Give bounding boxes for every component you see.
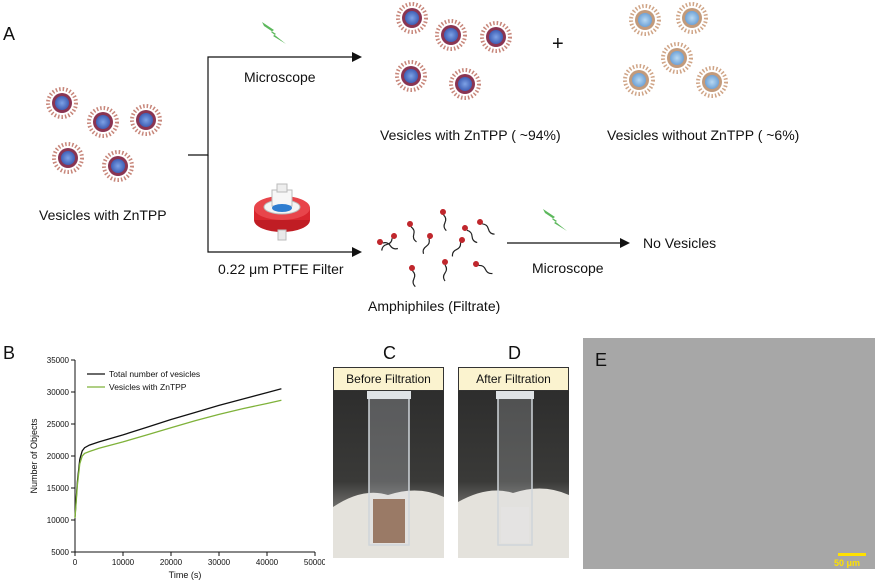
vial-photo-after: After Filtration	[458, 367, 569, 558]
series-line-0	[74, 388, 282, 517]
panel-label-e: E	[595, 350, 608, 370]
x-tick-label: 40000	[256, 558, 279, 567]
panel-label-a: A	[3, 24, 16, 44]
arrow-top	[188, 56, 352, 156]
top-arrow-label: Microscope	[244, 69, 316, 85]
x-tick-label: 20000	[160, 558, 183, 567]
filtrate-label: Amphiphiles (Filtrate)	[368, 298, 501, 314]
y-tick-label: 20000	[47, 452, 70, 461]
x-tick-label: 10000	[112, 558, 135, 567]
vesicle-cluster-start	[46, 87, 162, 182]
no-vesicles-label: No Vesicles	[643, 235, 717, 251]
legend-label-0: Total number of vesicles	[109, 369, 200, 379]
bottom-arrow-label: Microscope	[532, 260, 604, 276]
scale-bar	[838, 553, 866, 556]
vesicle-cluster-without	[623, 2, 728, 98]
panel-label-d: D	[508, 343, 521, 363]
vial-photo-before: Before Filtration	[333, 367, 444, 558]
arrow-bottom	[207, 155, 352, 253]
lightning-icon-top	[262, 22, 286, 44]
micrograph-image	[583, 338, 875, 569]
filter-label: 0.22 μm PTFE Filter	[218, 261, 344, 277]
x-tick-label: 0	[73, 558, 78, 567]
y-tick-label: 15000	[47, 484, 70, 493]
y-tick-label: 30000	[47, 388, 70, 397]
result-with-label: Vesicles with ZnTPP ( ~94%)	[380, 127, 561, 143]
lightning-icon-bottom	[543, 209, 567, 231]
panel-label-c: C	[383, 343, 396, 363]
vesicle-cluster-with	[395, 2, 512, 100]
panel-label-b: B	[3, 343, 16, 363]
amphiphile-cluster	[377, 209, 495, 288]
vial-header-before: Before Filtration	[333, 367, 444, 391]
legend-label-1: Vesicles with ZnTPP	[109, 382, 187, 392]
ptfe-filter-icon	[254, 183, 310, 241]
x-tick-label: 50000	[304, 558, 325, 567]
x-axis-label: Time (s)	[169, 570, 202, 580]
x-tick-label: 30000	[208, 558, 231, 567]
y-tick-label: 25000	[47, 420, 70, 429]
series-line-1	[74, 399, 282, 519]
scheme-diagram	[46, 2, 728, 288]
vesicle-count-chart: 5000 10000 15000 20000 25000 30000 35000 0 10000…	[29, 356, 325, 580]
y-tick-label: 35000	[47, 356, 70, 365]
vial-header-after: After Filtration	[458, 367, 569, 391]
y-axis-label: Number of Objects	[29, 418, 39, 494]
plus-sign: +	[552, 33, 564, 55]
y-tick-label: 10000	[47, 516, 70, 525]
y-tick-label: 5000	[51, 548, 69, 557]
scale-bar-label: 50 μm	[834, 558, 861, 568]
result-without-label: Vesicles without ZnTPP ( ~6%)	[607, 127, 800, 143]
start-label: Vesicles with ZnTPP	[39, 207, 167, 223]
